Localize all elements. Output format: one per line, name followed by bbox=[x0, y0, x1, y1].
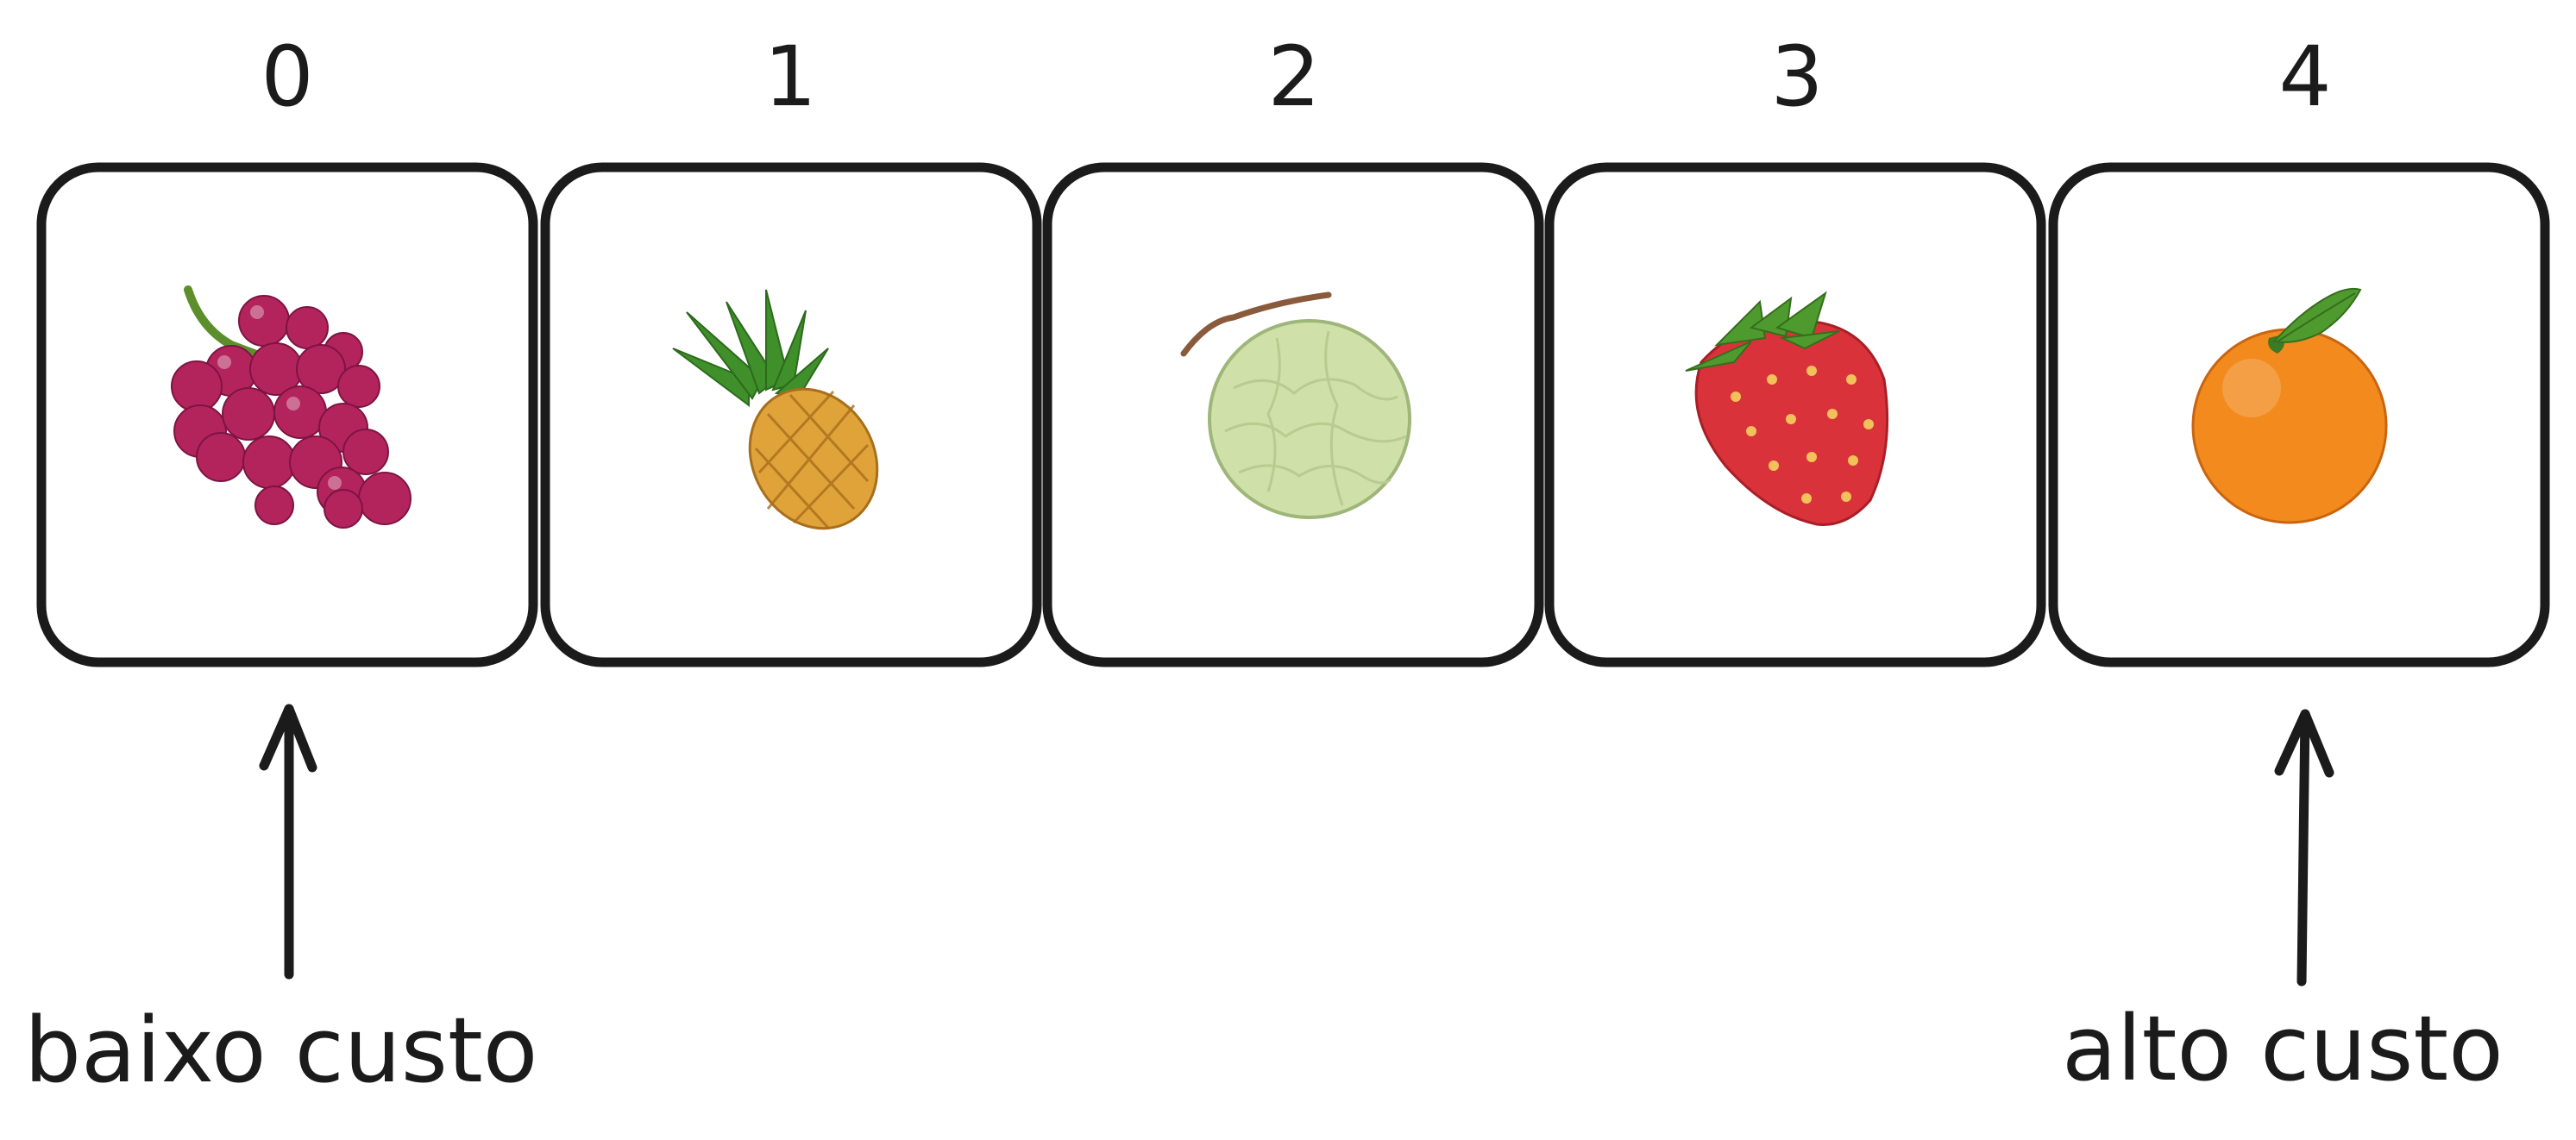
index-label-0: 0 bbox=[261, 28, 313, 125]
index-label-1: 1 bbox=[763, 28, 816, 125]
array-cell-2 bbox=[1042, 162, 1544, 667]
strawberry-icon bbox=[1685, 291, 1889, 526]
pineapple-icon bbox=[672, 289, 879, 530]
array-cell-3 bbox=[1544, 162, 2046, 667]
orange-icon bbox=[2191, 288, 2388, 524]
array-cell-1 bbox=[540, 162, 1042, 667]
low-cost-label: baixo custo bbox=[24, 998, 537, 1103]
high-cost-arrow bbox=[2274, 709, 2334, 987]
melon-icon bbox=[1180, 291, 1411, 519]
index-label-4: 4 bbox=[2278, 28, 2331, 125]
array-cell-0 bbox=[36, 162, 538, 667]
grapes-icon bbox=[171, 285, 412, 529]
index-label-2: 2 bbox=[1267, 28, 1320, 125]
low-cost-arrow bbox=[259, 704, 317, 980]
index-label-3: 3 bbox=[1770, 28, 1823, 125]
high-cost-label: alto custo bbox=[2062, 996, 2504, 1101]
array-cell-4 bbox=[2048, 162, 2550, 667]
